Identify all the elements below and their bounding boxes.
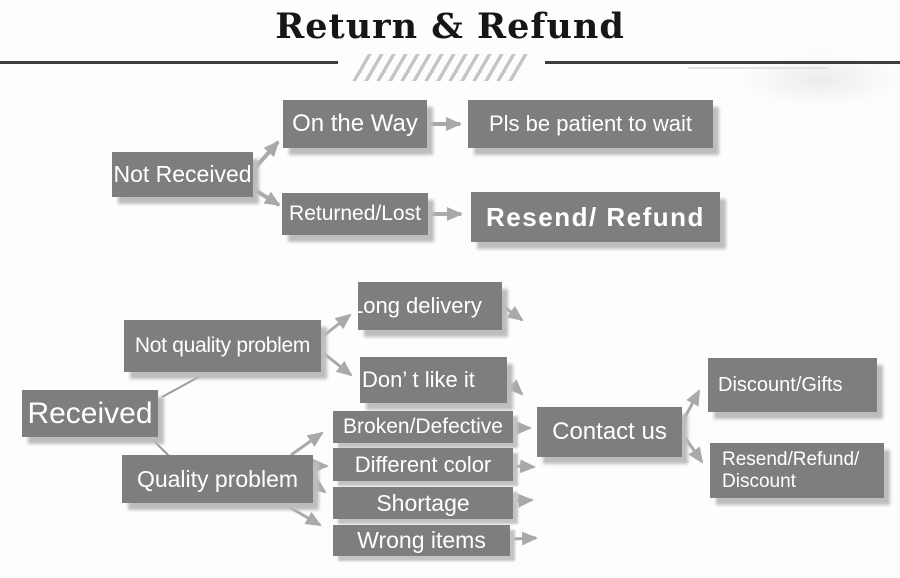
node-discount-gifts: Discount/Gifts <box>708 358 877 412</box>
arrow-notquality-longdelivery <box>321 313 352 339</box>
node-on-the-way: On the Way <box>283 100 427 148</box>
node-dont-like-it: Don’ t like it <box>360 357 507 403</box>
node-contact-us: Contact us <box>537 407 682 457</box>
node-resend-refund-discount-line1: Resend/Refund/ <box>722 448 860 470</box>
header-rule-faint <box>688 67 828 69</box>
node-wrong-items: Wrong items <box>333 525 510 556</box>
arrow-notreceived-returnedlost <box>253 188 281 207</box>
node-different-color: Different color <box>333 448 513 481</box>
arrow-diffcolor-contactus <box>513 459 536 474</box>
node-received: Received <box>22 390 158 437</box>
node-not-quality-problem: Not quality problem <box>124 320 321 372</box>
arrow-contactus-resendrefunddiscount <box>682 435 704 464</box>
arrow-quality-wrongitems <box>283 502 322 527</box>
node-returned-lost: Returned/Lost <box>282 193 428 235</box>
arrow-shortage-contactus <box>513 493 534 508</box>
node-resend-refund-discount-line2: Discount <box>722 470 796 492</box>
node-not-received: Not Received <box>112 152 253 197</box>
header-rule-right <box>545 61 900 64</box>
node-resend-refund-discount: Resend/Refund/ Discount <box>710 443 884 498</box>
node-shortage: Shortage <box>333 487 513 519</box>
node-resend-refund: Resend/ Refund <box>471 192 720 242</box>
node-pls-be-patient: Pls be patient to wait <box>468 100 713 148</box>
node-long-delivery: Long delivery <box>358 282 502 330</box>
arrow-longdelivery-out <box>502 304 524 322</box>
node-broken-defective: Broken/Defective <box>333 411 513 443</box>
node-quality-problem: Quality problem <box>122 455 313 503</box>
header-rule-left <box>0 61 338 64</box>
arrow-notreceived-ontheway <box>253 140 280 170</box>
arrow-notquality-dontlike <box>321 350 353 377</box>
arrow-quality-shortage <box>309 478 327 494</box>
arrow-contactus-discountgifts <box>682 389 701 420</box>
page-title: Return & Refund <box>275 6 625 47</box>
arrow-dontlike-contactus <box>505 378 524 396</box>
arrow-wrongitems-contactus <box>511 531 538 546</box>
hatch-stripes-decoration <box>352 54 536 81</box>
arrow-quality-broken <box>290 431 324 457</box>
line-received-notquality <box>161 372 207 398</box>
line-received-quality <box>149 436 170 457</box>
